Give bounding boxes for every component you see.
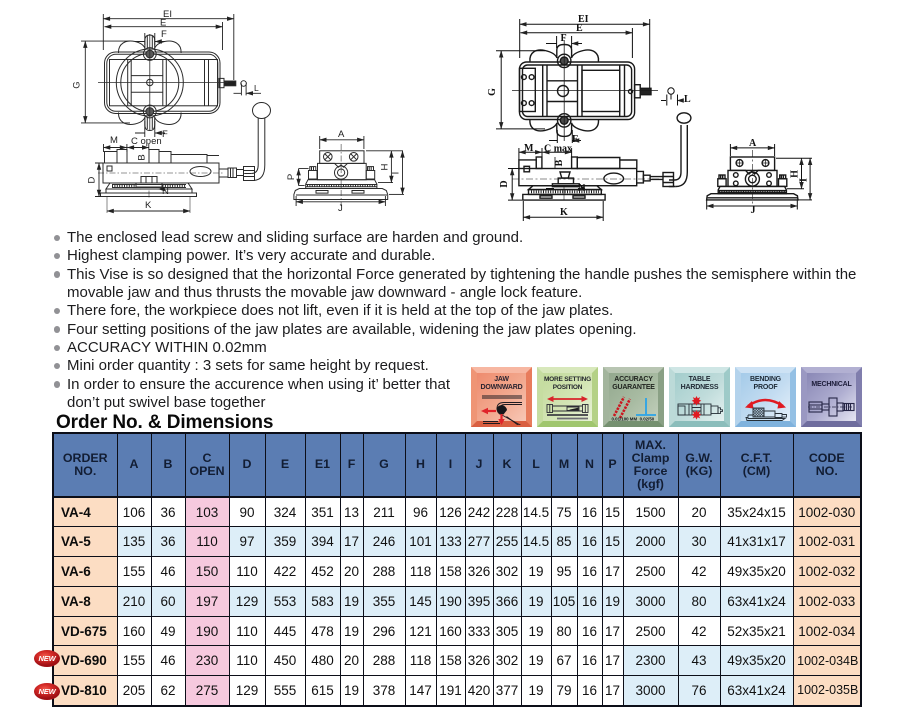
svg-text:A: A xyxy=(338,129,345,140)
svg-text:D: D xyxy=(499,180,510,187)
svg-text:B: B xyxy=(554,159,565,166)
svg-text:G: G xyxy=(72,81,83,88)
svg-text:E: E xyxy=(576,23,583,34)
svg-text:M: M xyxy=(110,135,118,146)
svg-text:C open: C open xyxy=(131,136,162,147)
svg-text:F: F xyxy=(561,33,567,44)
svg-text:F: F xyxy=(161,29,167,40)
svg-text:L: L xyxy=(254,83,259,93)
svg-text:L: L xyxy=(684,94,691,105)
svg-text:N: N xyxy=(162,186,169,197)
svg-text:A: A xyxy=(749,138,757,149)
svg-text:D: D xyxy=(87,176,98,183)
svg-text:N: N xyxy=(578,183,586,194)
svg-text:E: E xyxy=(160,18,166,29)
svg-text:K: K xyxy=(145,200,152,211)
svg-text:K: K xyxy=(560,207,568,218)
svg-text:EI: EI xyxy=(163,9,172,20)
svg-text:H: H xyxy=(380,163,391,170)
svg-text:B: B xyxy=(137,154,148,160)
svg-text:P: P xyxy=(286,174,297,180)
svg-text:G: G xyxy=(487,88,498,96)
svg-text:H: H xyxy=(790,170,801,178)
svg-text:J: J xyxy=(751,205,756,216)
svg-text:I: I xyxy=(799,178,810,182)
svg-text:M: M xyxy=(524,143,534,154)
svg-text:EI: EI xyxy=(578,14,589,25)
svg-text:F: F xyxy=(572,134,578,145)
svg-text:J: J xyxy=(338,203,343,214)
svg-text:0.01/100 MM 0.02/50: 0.01/100 MM 0.02/50 xyxy=(612,417,655,422)
svg-text:C max: C max xyxy=(544,144,572,155)
svg-text:F: F xyxy=(162,129,168,140)
svg-text:I: I xyxy=(391,172,402,175)
